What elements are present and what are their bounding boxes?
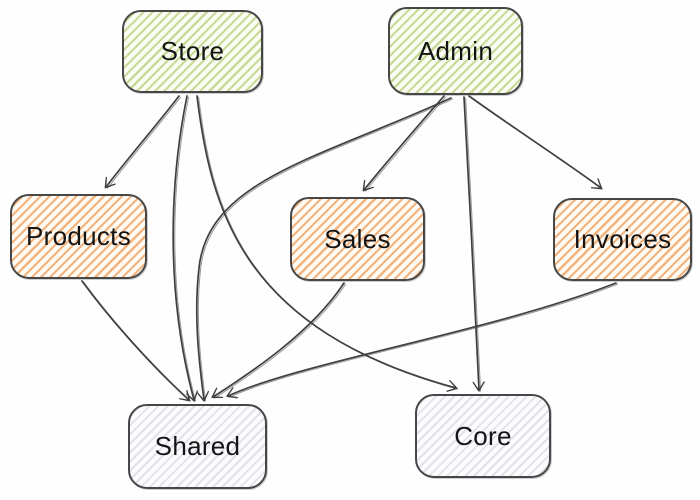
node-store: Store [122,10,263,93]
edge-admin-core [463,96,485,393]
node-admin-label: Admin [417,35,494,66]
edge-admin-sales [362,95,447,192]
node-invoices: Invoices [553,198,692,281]
edge-sales-shared [211,282,347,399]
node-shared-label: Shared [154,431,241,461]
node-invoices-label: Invoices [573,224,672,254]
node-products: Products [10,194,147,279]
edge-admin-invoices [468,95,604,190]
edge-admin-shared [195,97,454,402]
node-core-label: Core [454,420,512,451]
node-admin: Admin [388,7,523,95]
edge-invoices-shared [226,282,619,399]
node-products-label: Products [25,221,131,251]
edge-store-products [104,95,182,189]
node-sales: Sales [290,197,425,281]
edge-store-core [196,95,459,392]
node-store-label: Store [160,36,225,66]
node-core: Core [415,394,551,478]
node-sales-label: Sales [324,223,391,254]
node-shared: Shared [128,404,267,489]
edge-products-shared [81,280,192,402]
edge-store-shared [172,95,198,402]
